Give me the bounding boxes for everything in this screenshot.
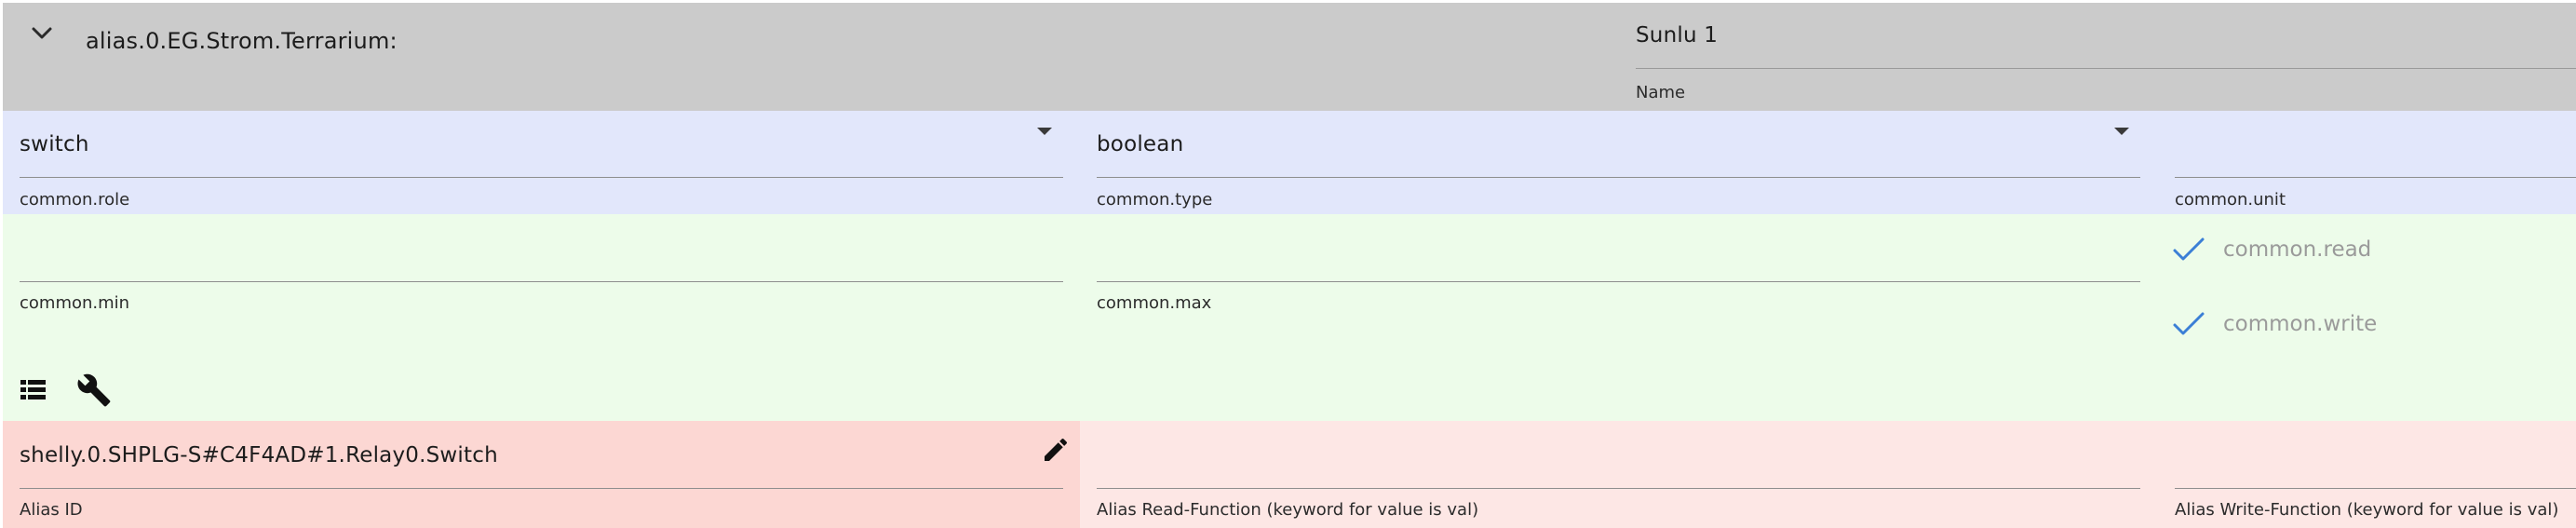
alias-id-underline <box>20 488 1063 489</box>
read-checkmark-icon[interactable] <box>2172 236 2205 264</box>
alias-header <box>3 3 2576 111</box>
name-input[interactable]: Sunlu 1 <box>1636 23 1719 47</box>
alias-id-input[interactable]: shelly.0.SHPLG-S#C4F4AD#1.Relay0.Switch <box>20 443 498 467</box>
min-label: common.min <box>20 293 130 313</box>
alias-write-function-label: Alias Write-Function (keyword for value … <box>2175 500 2559 520</box>
type-select[interactable]: boolean <box>1097 132 1184 156</box>
wrench-icon[interactable] <box>74 372 114 408</box>
min-underline <box>20 281 1063 282</box>
role-dropdown-icon[interactable] <box>1037 128 1052 135</box>
alias-read-function-underline <box>1097 488 2140 489</box>
alias-path-title: alias.0.EG.Strom.Terrarium: <box>86 28 398 54</box>
read-checkbox-label[interactable]: common.read <box>2223 237 2372 262</box>
name-underline <box>1636 68 2576 69</box>
alias-function-row <box>1080 421 2576 528</box>
role-underline <box>20 177 1063 178</box>
role-select[interactable]: switch <box>20 132 89 156</box>
alias-id-label: Alias ID <box>20 500 83 520</box>
write-checkbox-label[interactable]: common.write <box>2223 312 2378 336</box>
type-underline <box>1097 177 2140 178</box>
list-icon[interactable] <box>20 378 47 402</box>
name-label: Name <box>1636 83 1686 102</box>
common-row <box>3 111 2576 214</box>
minmax-row <box>3 214 2576 421</box>
unit-label: common.unit <box>2175 190 2286 210</box>
alias-id-row <box>3 421 1080 528</box>
chevron-down-icon[interactable] <box>30 24 54 43</box>
type-label: common.type <box>1097 190 1213 210</box>
max-label: common.max <box>1097 293 1212 313</box>
write-checkmark-icon[interactable] <box>2172 310 2205 338</box>
type-dropdown-icon[interactable] <box>2114 128 2129 135</box>
alias-read-function-label: Alias Read-Function (keyword for value i… <box>1097 500 1479 520</box>
unit-underline <box>2175 177 2576 178</box>
max-underline <box>1097 281 2140 282</box>
alias-write-function-underline <box>2175 488 2576 489</box>
role-label: common.role <box>20 190 130 210</box>
edit-pencil-icon[interactable] <box>1041 435 1071 465</box>
